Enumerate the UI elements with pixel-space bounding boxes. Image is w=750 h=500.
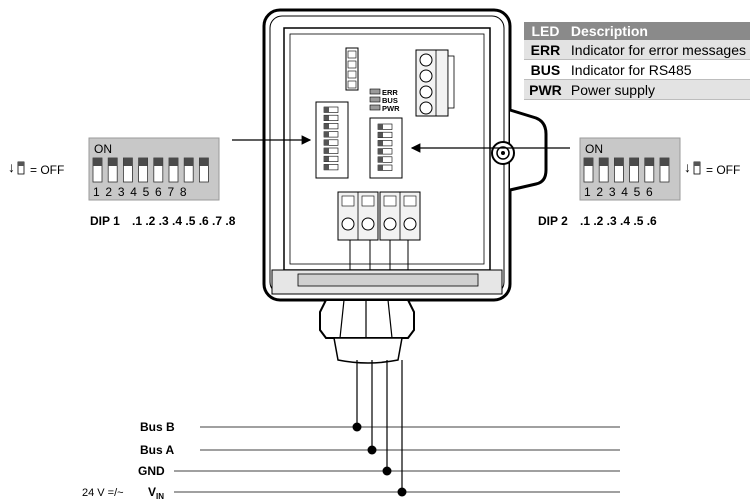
led-description: Power supply	[566, 79, 750, 100]
dip1-on-label: ON	[94, 142, 112, 156]
led-code: BUS	[524, 59, 567, 80]
dip1-switch	[153, 157, 164, 183]
off-legend-left: ↓ = OFF	[8, 159, 64, 177]
label-bus-a: Bus A	[140, 443, 175, 457]
dip2-switch	[598, 157, 609, 183]
terminal-block-top	[415, 49, 455, 117]
dip1-switch	[183, 157, 194, 183]
device-dip1-switch	[323, 114, 339, 121]
dip1-switch	[138, 157, 149, 183]
label-vin-prefix: 24 V =/~	[82, 487, 124, 499]
led-code: PWR	[524, 79, 567, 100]
table-row: PWR Power supply	[524, 79, 750, 100]
device-dip2-switch	[377, 140, 393, 147]
device-dip2-switch	[377, 123, 393, 130]
led-description: Indicator for RS485	[566, 59, 750, 80]
off-label-right: = OFF	[706, 163, 740, 177]
device-label-err: ERR	[382, 88, 398, 97]
led-table-header-description: Description	[566, 22, 750, 40]
label-gnd: GND	[138, 464, 165, 478]
dip1-numbers: 1 2 3 4 5 6 7 8	[93, 185, 188, 199]
dip2-detail: ON 1 2 3 4 5 6	[579, 137, 681, 201]
device-dip1-switch	[323, 155, 339, 162]
off-label-left: = OFF	[30, 163, 64, 177]
dip1-switch	[168, 157, 179, 183]
led-bus-indicator	[369, 96, 381, 103]
junction-vin	[397, 487, 407, 497]
dip1-switch	[107, 157, 118, 183]
device-dip2-switch	[377, 131, 393, 138]
led-table: LED Description ERR Indicator for error …	[524, 22, 750, 100]
off-legend-right: ↓ = OFF	[684, 159, 740, 177]
device-dip1	[315, 101, 349, 179]
down-arrow-icon: ↓	[684, 159, 691, 175]
down-arrow-icon: ↓	[8, 159, 15, 175]
dip1-positions: .1 .2 .3 .4 .5 .6 .7 .8	[132, 214, 236, 228]
label-bus-b: Bus B	[140, 420, 175, 434]
cable-wires	[356, 360, 403, 492]
junction-bus-b	[352, 422, 362, 432]
dip2-name: DIP 2	[538, 214, 568, 228]
cable-gland	[319, 299, 415, 364]
led-code: ERR	[524, 40, 567, 60]
junction-gnd	[382, 466, 392, 476]
junction-bus-a	[367, 445, 377, 455]
dip2-switch	[659, 157, 670, 183]
mounting-ear	[491, 108, 548, 192]
device-dip2	[369, 117, 403, 179]
device-dip1-switch	[323, 131, 339, 138]
device-dip1-switch	[323, 147, 339, 154]
device-dip1-switch	[323, 123, 339, 130]
table-row: BUS Indicator for RS485	[524, 59, 750, 80]
led-err-indicator	[369, 88, 381, 95]
device-dip2-switch	[377, 164, 393, 171]
device-dip2-switch	[377, 148, 393, 155]
dip1-name: DIP 1	[90, 214, 120, 228]
dip2-switch	[629, 157, 639, 183]
dip2-switch	[583, 157, 594, 183]
dip2-positions: .1 .2 .3 .4 .5 .6	[580, 214, 657, 228]
device-label-pwr: PWR	[382, 104, 400, 113]
dip1-switch	[92, 157, 103, 183]
led-description: Indicator for error messages	[566, 40, 750, 60]
device-label-bus: BUS	[382, 96, 398, 105]
terminal-block-bottom	[337, 191, 421, 270]
device-dip1-switch	[323, 164, 339, 171]
bus-lines	[174, 422, 620, 497]
dip2-switch	[614, 157, 624, 183]
dip2-numbers: 1 2 3 4 5 6	[584, 185, 654, 199]
dip2-switch	[644, 157, 655, 183]
device-dip1-switch	[323, 139, 339, 146]
dip1-switch	[198, 157, 209, 183]
small-connector	[345, 47, 359, 91]
label-vin: VIN	[148, 485, 164, 500]
led-pwr-indicator	[369, 104, 381, 111]
device-dip1-switch	[323, 106, 339, 113]
dip1-switch	[123, 157, 133, 183]
device-dip2-switch	[377, 156, 393, 163]
table-row: ERR Indicator for error messages	[524, 40, 750, 60]
device-leds: ERR BUS PWR	[369, 88, 400, 113]
led-table-header-row: LED Description	[524, 22, 750, 40]
dip2-on-label: ON	[585, 142, 603, 156]
dip1-detail: ON 1 2 3 4 5 6 7 8	[88, 137, 220, 201]
led-table-header-led: LED	[524, 22, 567, 40]
